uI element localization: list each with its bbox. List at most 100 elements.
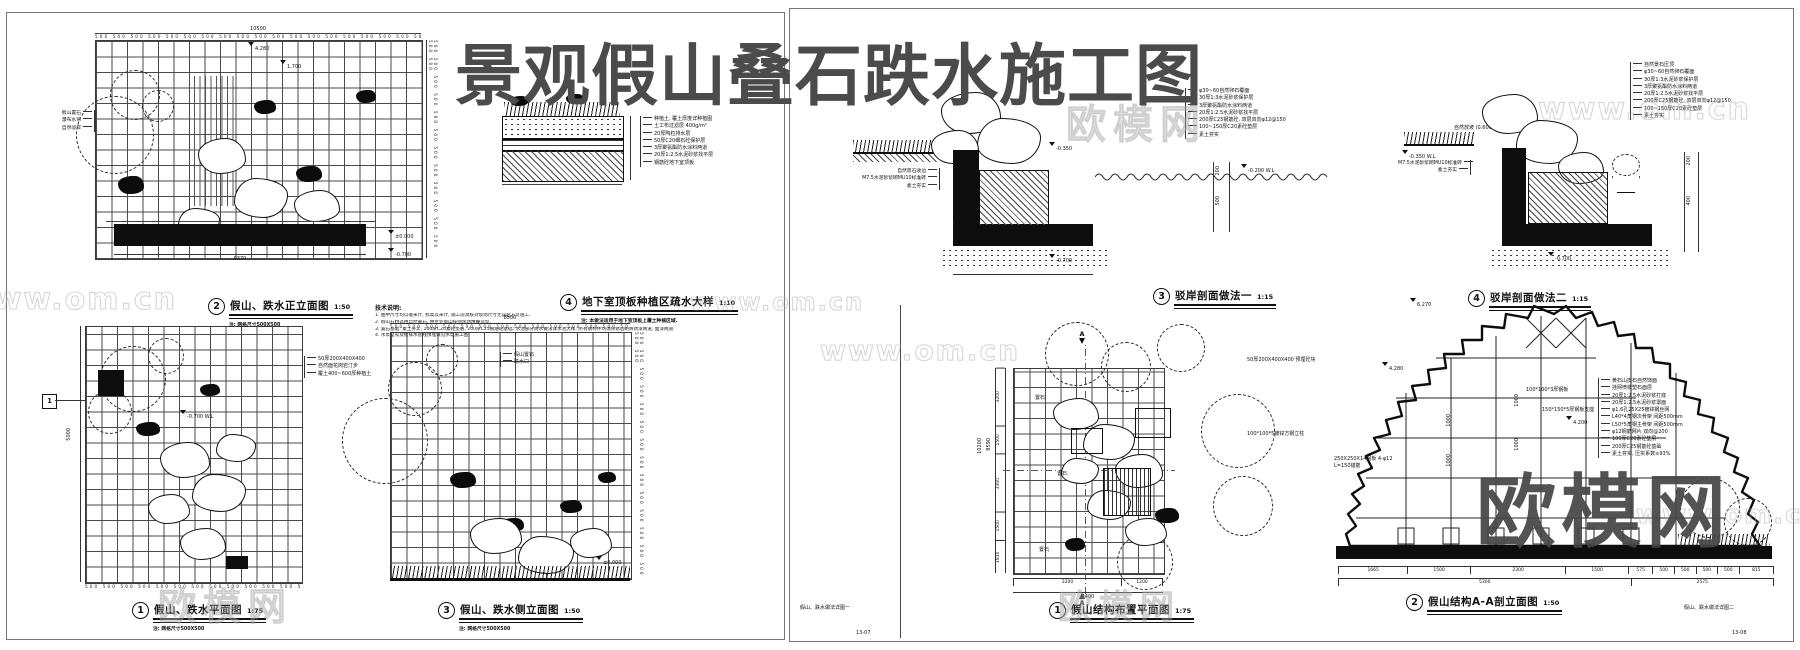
tree-canopy — [88, 390, 132, 434]
dim-total: 8500 — [503, 315, 517, 321]
dim-line — [953, 274, 1093, 275]
level-marker: 4.280 — [248, 42, 269, 52]
figure-plan: 5000 500 500 500 500 500 500 500 500 500… — [40, 318, 380, 638]
gravel-bed — [1490, 248, 1670, 266]
leader-line — [55, 400, 85, 401]
list-item: 200厚C25钢筋砼, 双层双向φ12@150 — [1188, 117, 1286, 124]
shrub — [254, 100, 276, 114]
figure-note: 注: 本做法适用于地下室顶板上覆土种植区域. — [581, 318, 678, 324]
tree-canopy — [142, 90, 174, 122]
shrub — [200, 384, 220, 396]
list-item: 2300 — [1471, 567, 1567, 574]
shrub — [450, 472, 476, 488]
grass-strip — [1404, 132, 1474, 144]
list-item: 50厚C20细石砼保护层 — [643, 138, 713, 145]
structure-block — [226, 556, 248, 569]
list-item: 20厚1:2.5水泥砂浆找平层 — [643, 152, 713, 159]
shrub — [296, 166, 322, 182]
list-item: 钢筋砼地下室顶板 — [643, 160, 713, 167]
figure-note: 注: 网格尺寸500X500 — [229, 322, 281, 328]
watermark-brand: 欧模网 — [1058, 588, 1181, 629]
plate-label: 150*150*5厚钢板支座 — [1542, 407, 1595, 413]
tree-canopy — [1157, 324, 1205, 372]
list-item: 3厚聚氨酯防水涂料两道 — [1633, 84, 1731, 91]
list-item: 1500 — [996, 512, 1005, 541]
pool-slab — [1502, 224, 1652, 246]
list-item: 瀑布水帘 — [58, 117, 92, 124]
list-item: 素土夯实 — [1633, 113, 1731, 120]
tree-canopy — [1724, 498, 1772, 546]
figure-number: 2 — [208, 298, 225, 315]
list-item: φ12钢筋网片 双向@200 — [1601, 429, 1683, 436]
stone-label: 置石 — [1057, 471, 1068, 477]
watermark-site: www.om.cn — [0, 281, 178, 317]
detail-marker: 1 — [42, 394, 57, 409]
shrub — [560, 500, 582, 513]
list-item: 自然面花岗岩汀步 — [307, 363, 371, 370]
gravel-bed — [941, 248, 1111, 266]
rock — [234, 178, 288, 218]
slope-label: 自然放坡 (0.600~1.200) — [1454, 125, 1513, 131]
list-item: 1500 — [1408, 567, 1471, 574]
figure-scale: 1:10 — [719, 299, 736, 307]
dim-line — [1229, 162, 1230, 232]
level-marker: 6.270 — [1410, 298, 1431, 308]
dim-line — [80, 326, 81, 582]
notes-heading: 技术说明: — [375, 305, 402, 312]
dim-line — [114, 254, 366, 255]
dim-line — [502, 184, 622, 185]
figure-number: 4 — [560, 294, 577, 311]
rock — [148, 494, 190, 524]
dim-total-vertical: 10200 — [977, 438, 983, 454]
level-marker: 4.200 — [1566, 416, 1587, 426]
ground-line — [853, 152, 939, 154]
list-item: 素土夯实 — [1398, 167, 1468, 174]
list-item: 覆土400~600厚种植土 — [307, 371, 371, 378]
dim-total: 10500 — [250, 26, 266, 32]
left-annotations: M7.5水泥砂浆砌MU10标准砖素土夯实 — [1398, 160, 1471, 175]
figure-title: 驳岸剖面做法二 — [1490, 292, 1567, 304]
list-item: 3200 — [996, 368, 1005, 426]
figure-title: 假山结构布置平面图 — [1071, 604, 1170, 616]
list-item: 20厚1:2.5水泥砂浆打底 — [1601, 393, 1683, 400]
list-item: 50厚200X400X400 — [307, 356, 371, 363]
list-item: 3厚聚氨酯防水涂料两道 — [1188, 103, 1286, 110]
dim-total: 4400 — [1081, 594, 1095, 600]
section-mark-bottom: A — [1079, 590, 1085, 607]
tree-canopy — [1101, 342, 1151, 392]
plant-scribble — [1612, 154, 1640, 176]
list-item: 30厚1:3水泥砂浆保护层 — [1633, 77, 1731, 84]
list-item: 500 — [1675, 567, 1697, 574]
level-marker: ±0.000 — [388, 230, 414, 240]
list-item: 20厚1:2.5水泥砂浆找平层 — [1188, 110, 1286, 117]
soil-hatch — [853, 154, 939, 162]
planting-scribble — [504, 102, 620, 116]
shrub — [1155, 508, 1179, 523]
structure-block — [98, 370, 124, 396]
rockery-section-drawing — [1336, 304, 1772, 559]
list-item: 20厚1:2.5水泥砂浆罩面 — [1601, 400, 1683, 407]
dim-line — [95, 33, 421, 34]
dim-line — [426, 40, 427, 258]
list-item: 2575 — [1632, 579, 1774, 586]
pool-base — [114, 224, 366, 246]
figure-number: 3 — [1153, 288, 1170, 305]
list-item: 跌水口 — [503, 359, 534, 366]
dim-ticks: 500 500 500 500 500 500 500 500 500 500 … — [390, 324, 630, 329]
list-item: 自然景石收边 — [845, 168, 937, 175]
sheet-right-inner-line — [900, 305, 901, 638]
list-item: 500 — [1718, 567, 1740, 574]
sheet-number: 13-07 — [856, 630, 871, 636]
rock — [977, 118, 1041, 164]
list-item: 815 — [1740, 567, 1774, 574]
plate-label: 100*100*3厚钢板 — [1526, 387, 1569, 393]
